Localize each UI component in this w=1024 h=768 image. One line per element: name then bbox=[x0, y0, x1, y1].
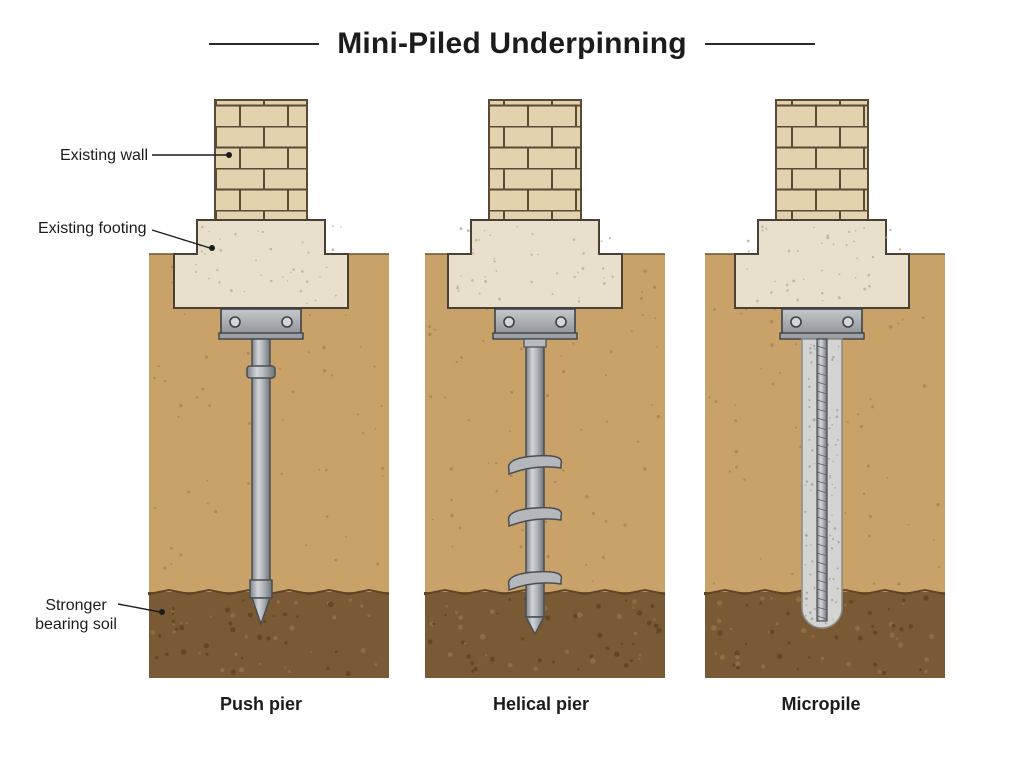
title-bar: Mini-Piled Underpinning bbox=[0, 22, 1024, 66]
pier-tip bbox=[524, 616, 546, 636]
bracket-bolt-icon bbox=[503, 316, 515, 328]
caption-push-pier: Push pier bbox=[219, 694, 303, 714]
stronger-bearing-soil-label: Stronger bearing soil bbox=[30, 596, 122, 634]
bracket-bolt-icon bbox=[555, 316, 567, 328]
caption-micropile: Micropile bbox=[781, 694, 861, 714]
title-rule-left bbox=[209, 43, 320, 45]
shaft-collar bbox=[523, 338, 547, 348]
bracket-bolt-icon bbox=[842, 316, 854, 328]
existing-footing bbox=[173, 219, 349, 309]
footing-texture bbox=[456, 225, 614, 303]
stronger-bearing-soil-label-line2: bearing soil bbox=[35, 616, 117, 633]
existing-footing bbox=[447, 219, 623, 309]
bracket-bolt-icon bbox=[790, 316, 802, 328]
existing-footing bbox=[734, 219, 910, 309]
helix-plate bbox=[507, 506, 563, 528]
bracket-base-plate bbox=[218, 332, 304, 340]
pier-tip bbox=[250, 597, 272, 627]
existing-footing-label: Existing footing bbox=[38, 220, 147, 237]
panel-micropile bbox=[704, 99, 946, 678]
existing-brick-wall bbox=[488, 99, 582, 223]
bearing-soil-dot bbox=[159, 609, 165, 615]
micropile-rebar bbox=[816, 338, 828, 622]
rebar-ribs bbox=[816, 345, 828, 620]
bracket-base-plate bbox=[779, 332, 865, 340]
bearing-soil-leader bbox=[117, 603, 161, 613]
helix-plate bbox=[507, 454, 563, 476]
panel-helical-pier bbox=[424, 99, 666, 678]
footing-texture bbox=[182, 225, 342, 305]
bracket-bolt-icon bbox=[281, 316, 293, 328]
footing-texture bbox=[746, 225, 902, 303]
helix-plate bbox=[507, 570, 563, 592]
title-rule-right bbox=[704, 43, 815, 45]
stronger-bearing-soil-label-line1: Stronger bbox=[45, 597, 107, 614]
existing-brick-wall bbox=[775, 99, 869, 223]
existing-footing-dot bbox=[209, 245, 215, 251]
diagram-title: Mini-Piled Underpinning bbox=[337, 27, 687, 60]
pier-lead-collar bbox=[249, 579, 273, 599]
bracket-bolt-icon bbox=[229, 316, 241, 328]
existing-wall-dot bbox=[226, 152, 232, 158]
existing-footing-leader bbox=[151, 229, 211, 249]
caption-helical-pier: Helical pier bbox=[492, 694, 590, 714]
bearing-soil-layer bbox=[149, 592, 389, 678]
pier-coupling bbox=[246, 365, 276, 379]
existing-brick-wall bbox=[214, 99, 308, 223]
leader-lines bbox=[117, 152, 232, 615]
bracket-base-plate bbox=[492, 332, 578, 340]
existing-wall-label: Existing wall bbox=[60, 147, 149, 164]
panel-push-pier bbox=[148, 99, 390, 678]
bearing-soil-layer bbox=[425, 592, 665, 678]
